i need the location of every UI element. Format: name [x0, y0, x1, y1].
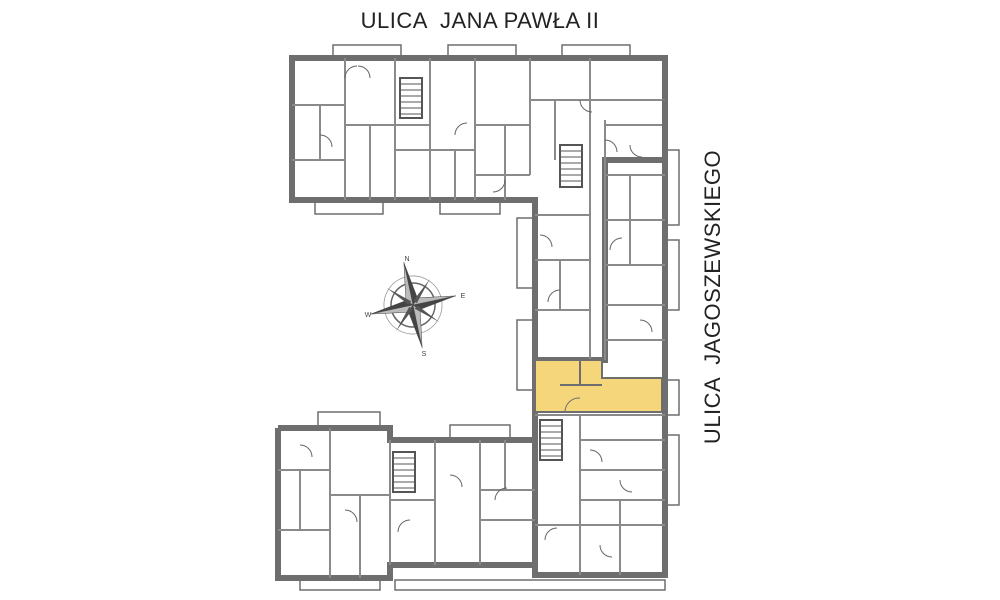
north-wing — [289, 44, 668, 363]
street-label-north: ULICA JANA PAWŁA II — [360, 8, 600, 33]
south-west-stair-core — [392, 451, 416, 493]
east-wing — [516, 100, 680, 578]
compass-west-label: W — [365, 312, 372, 319]
south-west-wing-outer-wall — [275, 425, 538, 581]
north-stair-core — [399, 77, 583, 188]
east-wing-partitions — [535, 174, 665, 575]
compass-south-label: S — [422, 351, 427, 358]
compass-labels: N E S W — [365, 256, 466, 358]
north-wing-partitions — [292, 58, 665, 200]
east-stair-core — [539, 419, 563, 461]
south-west-wing — [275, 411, 666, 591]
north-wing-outer-wall — [289, 55, 668, 363]
compass-rose — [369, 261, 457, 349]
selected-apartment-partitions — [560, 360, 602, 413]
compass-east-label: E — [461, 293, 466, 300]
balcony — [394, 579, 666, 591]
balcony — [449, 424, 511, 440]
door-swings — [299, 65, 653, 558]
compass-north-label: N — [404, 256, 409, 263]
south-west-wing-partitions — [278, 428, 535, 578]
east-wing-outer-wall — [532, 100, 668, 578]
balcony — [317, 411, 381, 427]
